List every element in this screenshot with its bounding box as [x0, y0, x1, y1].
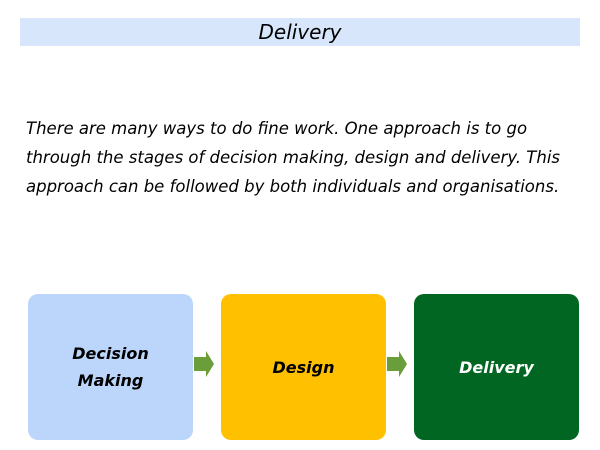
right-arrow-icon	[387, 351, 407, 377]
stage-label-delivery: Delivery	[459, 357, 534, 377]
right-arrow-icon	[194, 351, 214, 377]
arrow-shape	[387, 351, 407, 377]
stage-box-decision-making: Decision Making	[28, 294, 193, 440]
stage-label-design: Design	[272, 357, 335, 377]
stage-box-design: Design	[221, 294, 386, 440]
stage-box-delivery: Delivery	[414, 294, 579, 440]
page-title: Delivery	[258, 20, 342, 44]
arrow-shape	[194, 351, 214, 377]
intro-paragraph: There are many ways to do fine work. One…	[26, 119, 561, 196]
stage-label-decision-making: Decision Making	[72, 344, 149, 390]
title-bar: Delivery	[20, 18, 580, 46]
